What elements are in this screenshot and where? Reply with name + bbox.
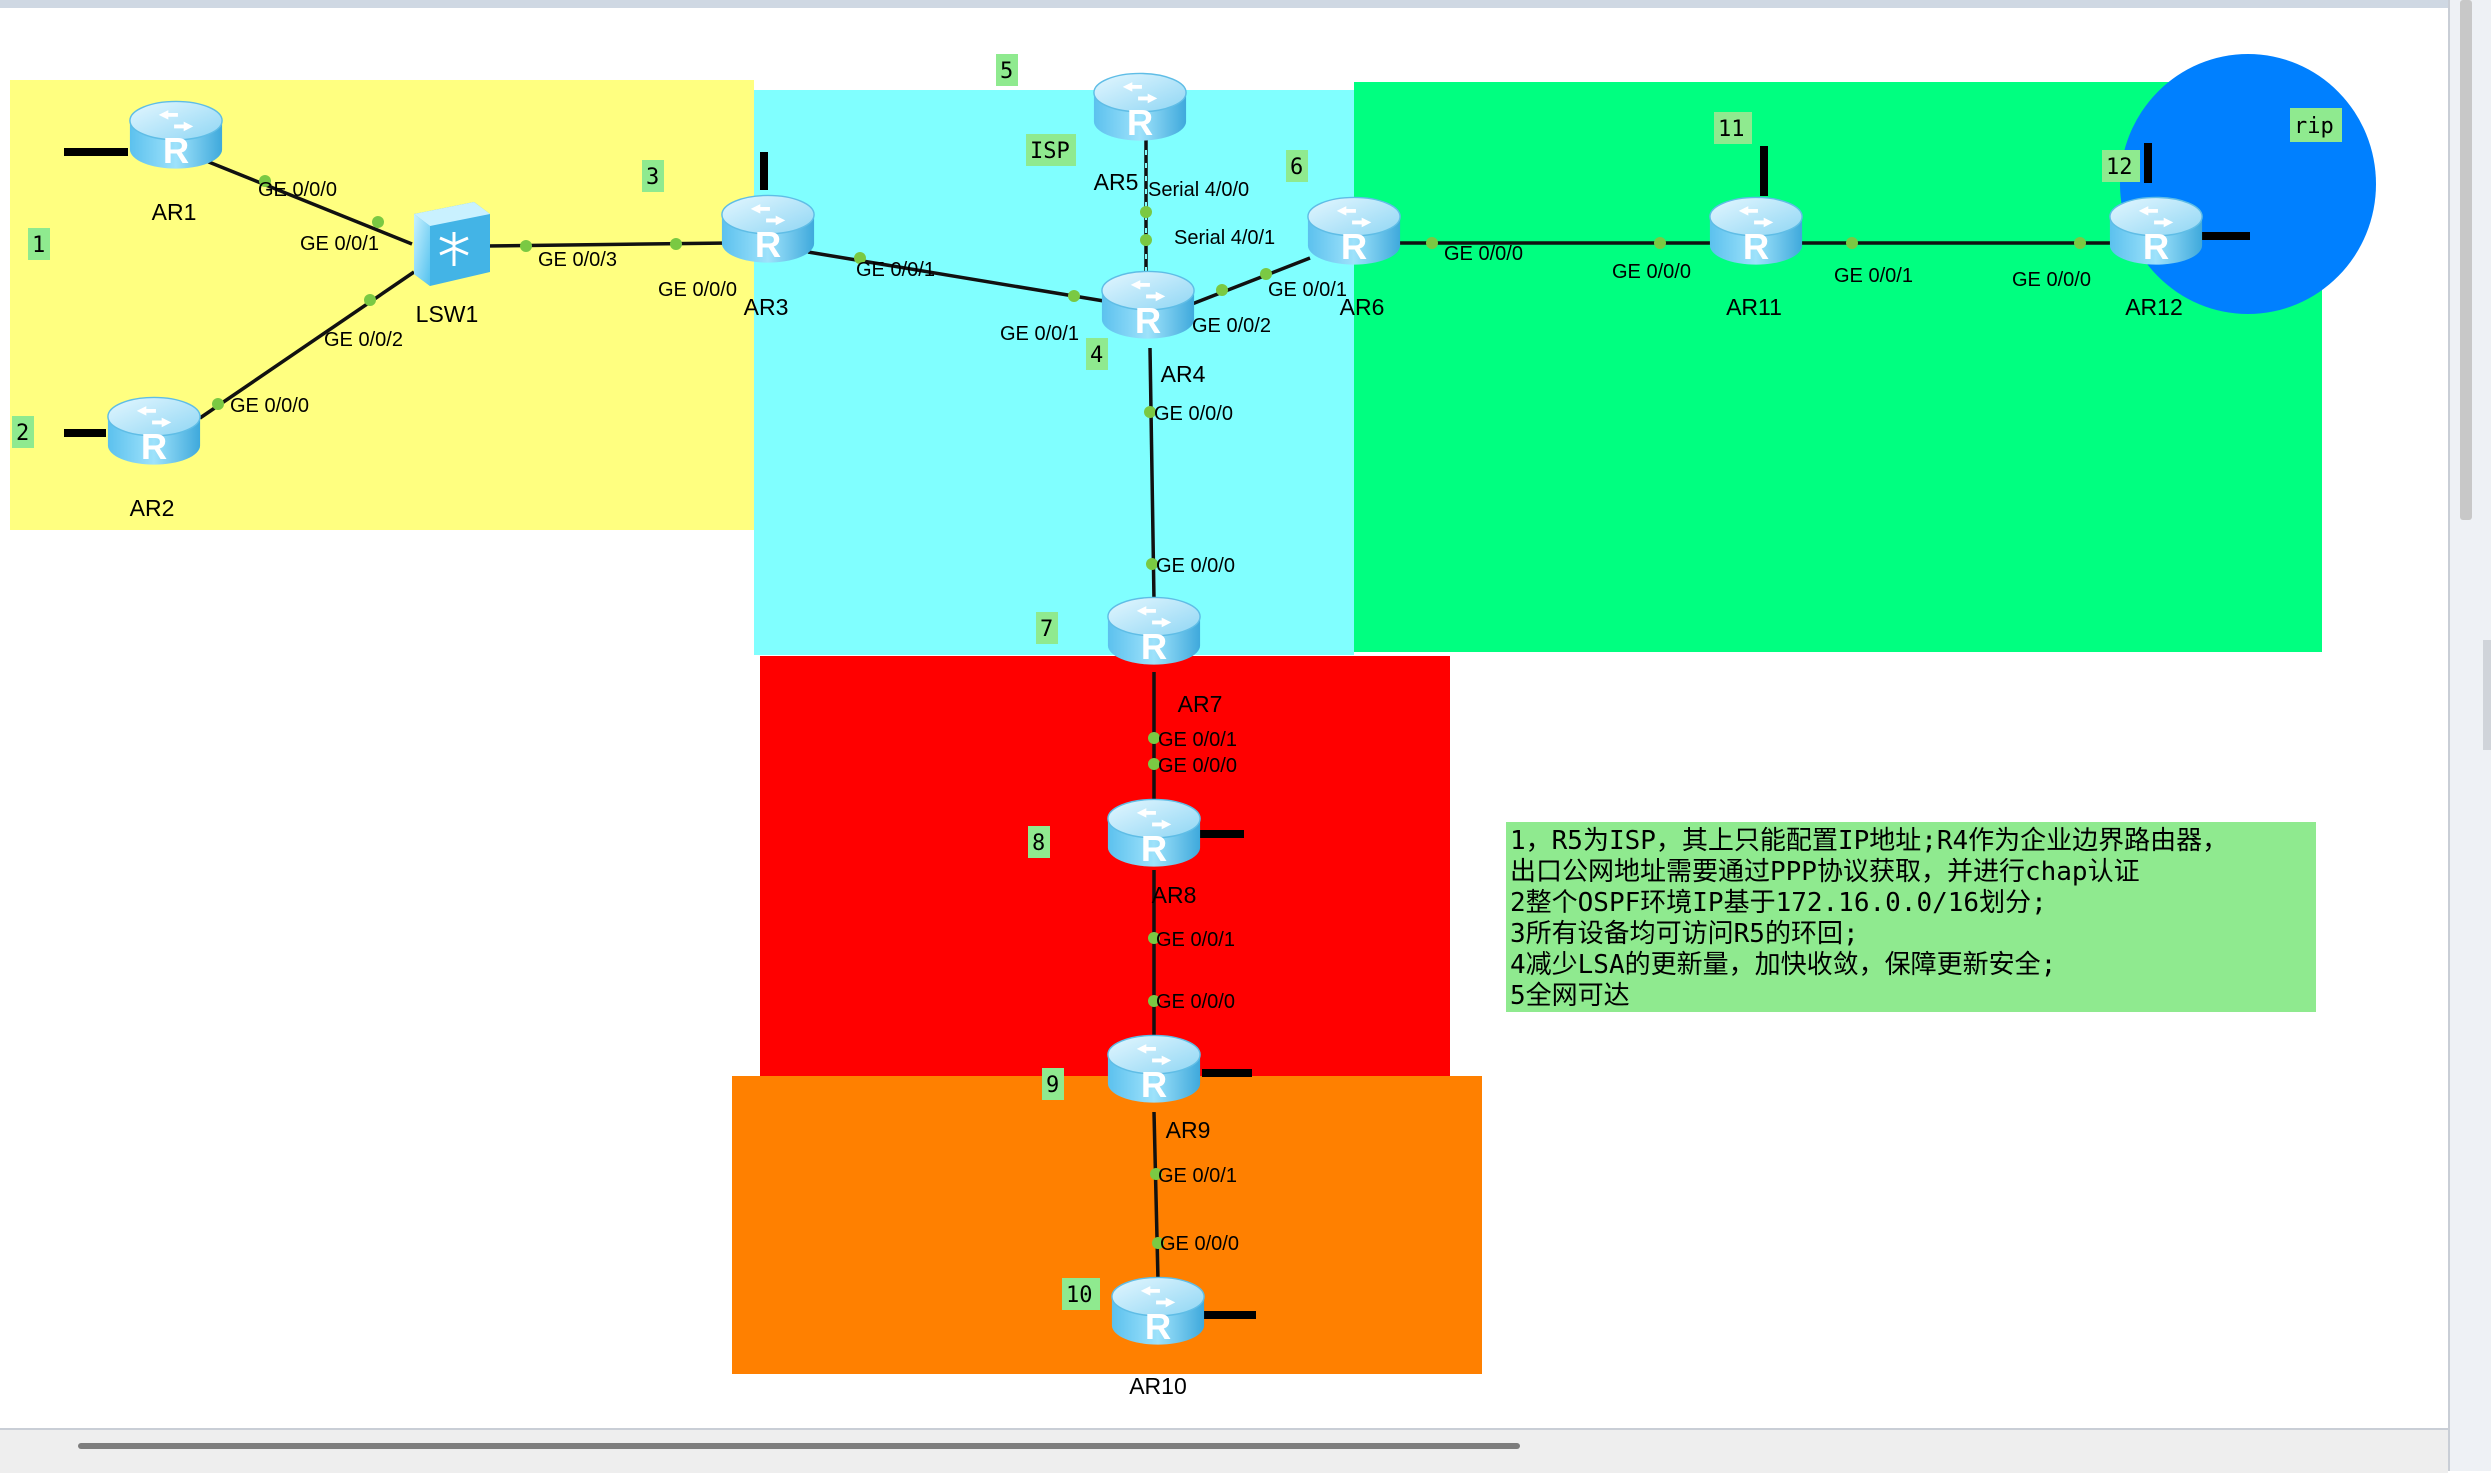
router-ar5[interactable] bbox=[1093, 72, 1187, 144]
area-tag-11: 11 bbox=[1718, 117, 1745, 142]
port-label: GE 0/0/1 bbox=[1158, 729, 1237, 751]
port-label: GE 0/0/1 bbox=[1156, 929, 1235, 951]
horizontal-scrollbar-track[interactable] bbox=[0, 1428, 2448, 1473]
area-tag-4: 4 bbox=[1090, 343, 1103, 368]
router-icon bbox=[1307, 196, 1401, 268]
requirement-line: 4减少LSA的更新量，加快收敛，保障更新安全; bbox=[1510, 950, 2057, 980]
port-label: GE 0/0/0 bbox=[1444, 243, 1523, 265]
port-label: GE 0/0/1 bbox=[1000, 323, 1079, 345]
port-label: GE 0/0/0 bbox=[1154, 403, 1233, 425]
area-tag-10: 10 bbox=[1066, 1283, 1093, 1308]
area-tag-6: 6 bbox=[1290, 155, 1303, 180]
device-label-ar4: AR4 bbox=[1161, 361, 1206, 387]
device-label-ar7: AR7 bbox=[1178, 691, 1223, 717]
isp-tag: ISP bbox=[1030, 139, 1070, 164]
device-label-ar6: AR6 bbox=[1340, 294, 1385, 320]
switch-lsw1[interactable] bbox=[414, 202, 490, 286]
area-tag-7: 7 bbox=[1040, 617, 1053, 642]
router-icon bbox=[1093, 72, 1187, 144]
router-icon bbox=[1709, 196, 1803, 268]
area-tag-12: 12 bbox=[2106, 155, 2133, 180]
router-ar4[interactable] bbox=[1101, 270, 1195, 342]
port-label: GE 0/0/0 bbox=[1160, 1233, 1239, 1255]
port-label: GE 0/0/1 bbox=[300, 233, 379, 255]
port-label: GE 0/0/0 bbox=[258, 179, 337, 201]
router-ar8[interactable] bbox=[1107, 798, 1201, 870]
router-ar9[interactable] bbox=[1107, 1034, 1201, 1106]
device-label-lsw1: LSW1 bbox=[416, 301, 479, 327]
requirement-line: 出口公网地址需要通过PPP协议获取，并进行chap认证 bbox=[1510, 857, 2140, 887]
rip-tag: rip bbox=[2294, 114, 2334, 139]
router-ar6[interactable] bbox=[1307, 196, 1401, 268]
rip-area-circle bbox=[2120, 54, 2376, 314]
router-ar12[interactable] bbox=[2109, 196, 2203, 268]
router-icon bbox=[1111, 1276, 1205, 1348]
port-label: GE 0/0/2 bbox=[324, 329, 403, 351]
port-label: GE 0/0/0 bbox=[1158, 755, 1237, 777]
port-label: GE 0/0/0 bbox=[658, 279, 737, 301]
port-label: GE 0/0/3 bbox=[538, 249, 617, 271]
router-icon bbox=[1107, 596, 1201, 668]
device-label-ar11: AR11 bbox=[1726, 294, 1782, 320]
area-5-background bbox=[754, 90, 1354, 655]
area-1-background bbox=[10, 80, 754, 530]
port-label: Serial 4/0/1 bbox=[1174, 227, 1275, 249]
requirement-line: 1，R5为ISP，其上只能配置IP地址;R4作为企业边界路由器， bbox=[1510, 826, 2229, 856]
port-label: GE 0/0/1 bbox=[1268, 279, 1347, 301]
port-label: Serial 4/0/0 bbox=[1148, 179, 1249, 201]
area-tag-9: 9 bbox=[1046, 1073, 1059, 1098]
port-label: GE 0/0/0 bbox=[230, 395, 309, 417]
area-tag-2: 2 bbox=[16, 421, 29, 446]
router-icon bbox=[107, 396, 201, 468]
window-top-border bbox=[0, 0, 2491, 8]
device-label-ar1: AR1 bbox=[152, 199, 197, 225]
port-label: GE 0/0/2 bbox=[1192, 315, 1271, 337]
area-tag-5: 5 bbox=[1000, 59, 1013, 84]
router-ar10[interactable] bbox=[1111, 1276, 1205, 1348]
router-icon bbox=[721, 194, 815, 266]
port-label: GE 0/0/0 bbox=[1156, 555, 1235, 577]
area-tag-8: 8 bbox=[1032, 831, 1045, 856]
requirements-note: 1，R5为ISP，其上只能配置IP地址;R4作为企业边界路由器， 出口公网地址需… bbox=[1506, 822, 2316, 1012]
device-label-ar5: AR5 bbox=[1094, 169, 1139, 195]
device-label-ar3: AR3 bbox=[744, 294, 789, 320]
router-ar11[interactable] bbox=[1709, 196, 1803, 268]
device-label-ar10: AR10 bbox=[1129, 1373, 1187, 1399]
switch-icon bbox=[414, 202, 490, 286]
router-ar2[interactable] bbox=[107, 396, 201, 468]
horizontal-scrollbar-thumb[interactable] bbox=[78, 1443, 1520, 1449]
interface-dots bbox=[212, 175, 2086, 1249]
device-label-ar8: AR8 bbox=[1152, 882, 1197, 908]
port-label: GE 0/0/0 bbox=[1156, 991, 1235, 1013]
requirement-line: 3所有设备均可访问R5的环回; bbox=[1510, 919, 1859, 949]
vertical-scrollbar-thumb[interactable] bbox=[2460, 0, 2472, 520]
port-label: GE 0/0/0 bbox=[1612, 261, 1691, 283]
router-icon bbox=[1107, 798, 1201, 870]
area-tag-3: 3 bbox=[646, 165, 659, 190]
device-label-ar2: AR2 bbox=[130, 495, 175, 521]
requirement-line: 5全网可达 bbox=[1510, 981, 1630, 1011]
device-label-ar9: AR9 bbox=[1166, 1117, 1211, 1143]
router-ar7[interactable] bbox=[1107, 596, 1201, 668]
port-label: GE 0/0/1 bbox=[1834, 265, 1913, 287]
area-7-background bbox=[760, 656, 1450, 1076]
router-icon bbox=[1107, 1034, 1201, 1106]
router-ar1[interactable] bbox=[129, 100, 223, 172]
router-ar3[interactable] bbox=[721, 194, 815, 266]
router-icon bbox=[129, 100, 223, 172]
loopback-stubs bbox=[64, 143, 2250, 1319]
side-panel-handle[interactable] bbox=[2483, 640, 2491, 750]
port-label: GE 0/0/0 bbox=[2012, 269, 2091, 291]
area-9-background bbox=[732, 1076, 1482, 1374]
requirement-line: 2整个OSPF环境IP基于172.16.0.0/16划分; bbox=[1510, 888, 2047, 918]
port-label: GE 0/0/1 bbox=[856, 259, 935, 281]
device-label-ar12: AR12 bbox=[2125, 294, 2183, 320]
router-icon bbox=[1101, 270, 1195, 342]
area-tag-1: 1 bbox=[32, 233, 45, 258]
port-label: GE 0/0/1 bbox=[1158, 1165, 1237, 1187]
router-icon bbox=[2109, 196, 2203, 268]
